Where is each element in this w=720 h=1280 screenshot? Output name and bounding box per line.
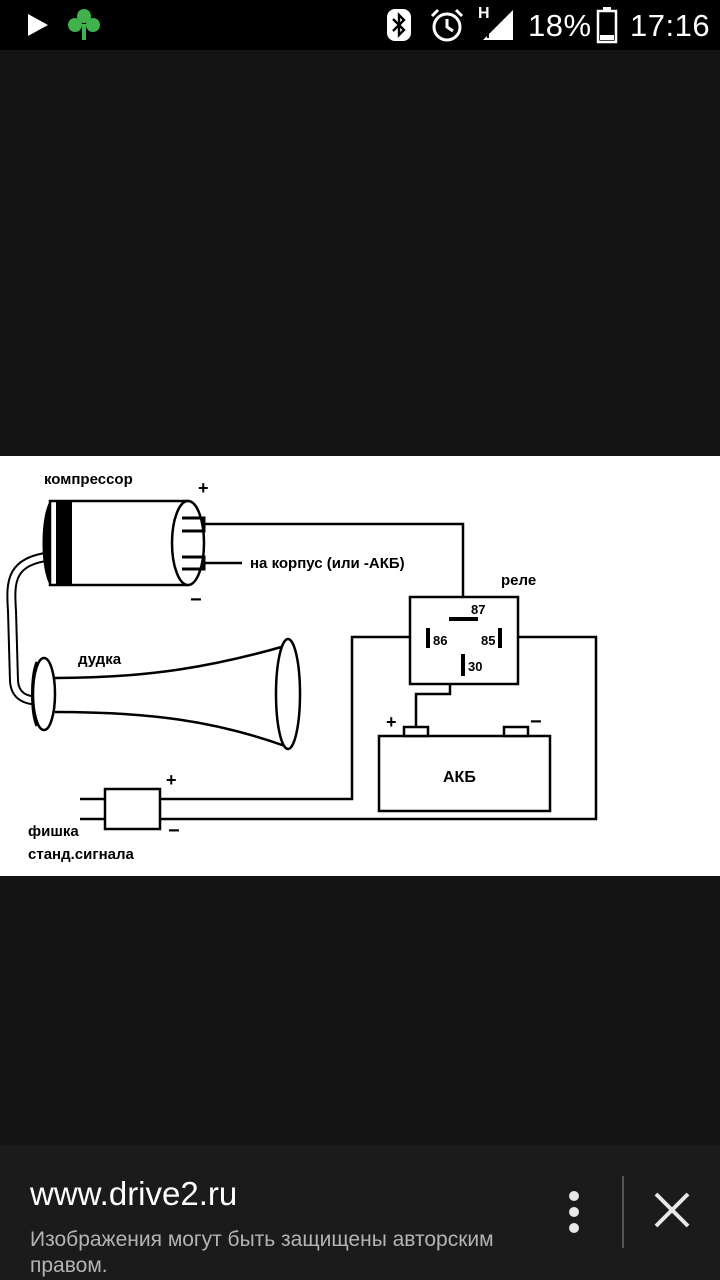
compressor-plus-label: + — [198, 478, 209, 498]
horn-symbol — [31, 637, 302, 751]
battery-minus-label: − — [530, 711, 542, 733]
relay-label: реле — [501, 572, 536, 589]
source-url[interactable]: www.drive2.ru — [30, 1175, 238, 1212]
relay-pin-86: 86 — [433, 633, 447, 648]
clover-app-icon — [68, 9, 100, 40]
relay-symbol — [408, 595, 520, 686]
ground-label: на корпус (или -АКБ) — [250, 555, 405, 572]
battery-label: АКБ — [443, 769, 476, 786]
compressor-symbol — [42, 499, 206, 587]
battery-symbol — [377, 725, 552, 813]
network-type-letter: H — [478, 5, 490, 22]
battery-icon — [596, 7, 618, 44]
horn-label: дудка — [78, 651, 122, 668]
vertical-dots-icon — [569, 1191, 579, 1233]
compressor-minus-label: − — [190, 589, 202, 611]
close-button[interactable] — [640, 1178, 704, 1242]
connector-label-line2: станд.сигнала — [28, 846, 135, 863]
source-info-bar: www.drive2.ru Изображения могут быть защ… — [0, 1145, 720, 1280]
connector-minus-label: − — [168, 820, 180, 842]
play-icon — [28, 14, 48, 36]
battery-plus-label: + — [386, 712, 397, 732]
more-options-button[interactable] — [548, 1180, 600, 1244]
close-icon — [654, 1192, 690, 1228]
alarm-clock-icon — [430, 8, 464, 42]
copyright-notice: Изображения могут быть защищены авторски… — [30, 1228, 494, 1277]
relay-pin-85: 85 — [481, 633, 495, 648]
compressor-label: компрессор — [44, 471, 133, 488]
clock: 17:16 — [630, 8, 711, 43]
connector-plus-label: + — [166, 770, 177, 790]
status-bar: H 18% 17:16 — [0, 0, 720, 50]
wiring-diagram-image[interactable]: компрессор + − на корпус (или -АКБ) реле… — [0, 456, 720, 876]
bluetooth-icon — [387, 9, 411, 41]
battery-percent: 18% — [528, 8, 592, 43]
relay-pin-87: 87 — [471, 602, 485, 617]
connector-symbol — [80, 787, 176, 831]
relay-pin-30: 30 — [468, 659, 482, 674]
button-divider — [622, 1176, 624, 1248]
signal-icon — [483, 10, 513, 40]
connector-label-line1: фишка — [28, 823, 79, 840]
